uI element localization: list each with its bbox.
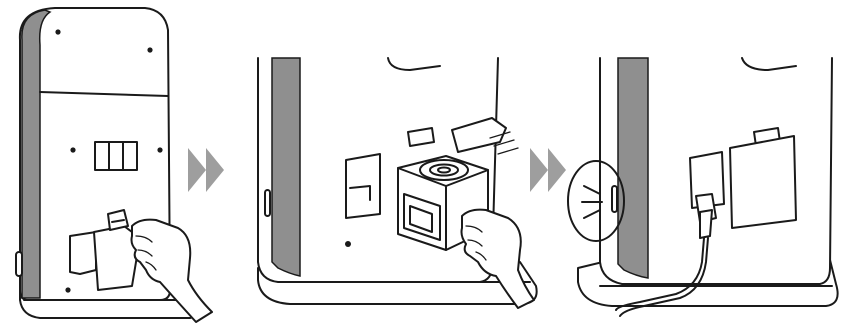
step-3-panel <box>568 58 838 316</box>
screw-icon <box>157 147 162 152</box>
side-slot <box>265 190 270 216</box>
step-1-panel <box>16 8 212 322</box>
side-slot <box>612 186 617 212</box>
installed-cover <box>730 136 796 228</box>
screw-icon <box>147 47 152 52</box>
vent-grille <box>95 142 137 170</box>
next-step-arrow-2 <box>530 148 566 192</box>
screw-icon <box>55 29 60 34</box>
screw-icon <box>345 241 351 247</box>
screw-icon <box>70 147 75 152</box>
double-chevron-right-icon <box>530 148 548 192</box>
double-chevron-right-icon <box>188 148 206 192</box>
screw-icon <box>65 287 70 292</box>
next-step-arrow-1 <box>188 148 224 192</box>
device-body <box>600 58 832 284</box>
step-2-panel <box>258 58 537 308</box>
chevron-right-icon <box>548 148 566 192</box>
chevron-right-icon <box>206 148 224 192</box>
side-slot <box>16 252 22 276</box>
